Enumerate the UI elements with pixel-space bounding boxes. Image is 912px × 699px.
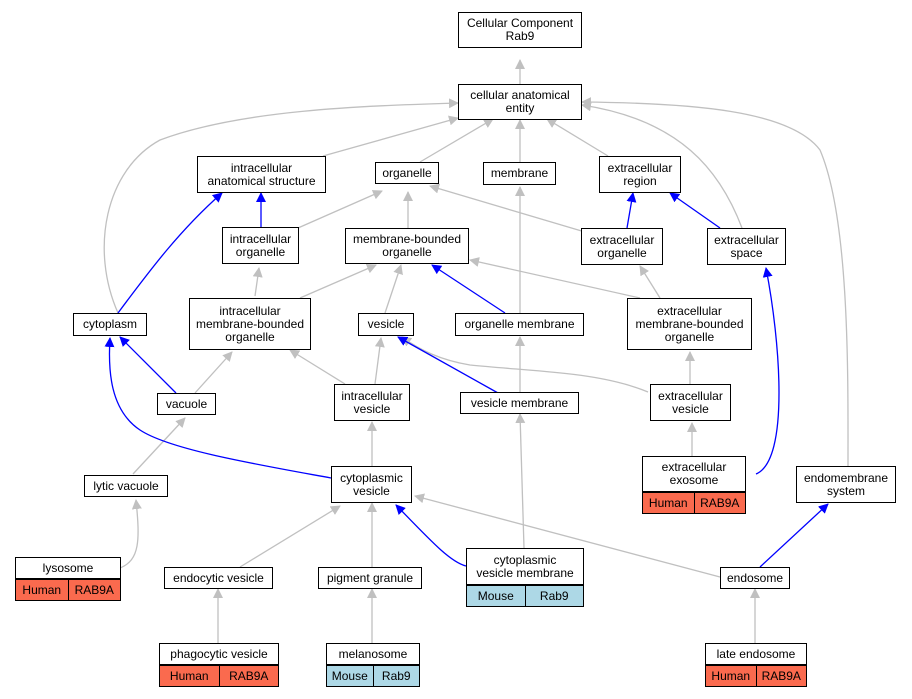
edge-embo-eco (639, 265, 661, 299)
node-vesicle-membrane[interactable]: vesicle membrane (460, 392, 579, 414)
edge-cytoplasm-ias (117, 192, 223, 314)
edge-imbo-mbo (299, 263, 377, 299)
edge-eco-organelle (429, 183, 586, 233)
edge-endosome-cytves (414, 493, 721, 578)
node-pigment-granule[interactable]: pigment granule (318, 567, 422, 589)
edge-ecr-cae (546, 118, 609, 157)
edge-ias-cae (322, 115, 459, 157)
edge-cytoplasm-cae (103, 98, 459, 314)
edge-ecs-cae (581, 101, 743, 229)
node-vesicle[interactable]: vesicle (358, 313, 414, 336)
exosome-species: Human (643, 493, 694, 513)
melano-gene: Rab9 (372, 666, 419, 686)
node-organelle-membrane[interactable]: organelle membrane (455, 313, 584, 336)
lysosome-species: Human (16, 580, 68, 600)
cvm-gene: Rab9 (524, 586, 583, 606)
edge-organelle-cae (419, 118, 494, 163)
edge-io-organelle (297, 190, 383, 229)
edge-endosome-ems (759, 503, 829, 568)
lysosome-gene: RAB9A (67, 580, 120, 600)
edge-vesmem-vesicle (397, 336, 499, 394)
late-species: Human (706, 666, 756, 686)
edge-orgmem-mbo (431, 264, 506, 314)
edge-ecs-ecr (669, 192, 721, 229)
melano-annotation: Mouse Rab9 (326, 665, 420, 687)
phago-species: Human (160, 666, 219, 686)
edge-imbo-io (252, 267, 263, 297)
edge-cytves-cytoplasm (104, 337, 332, 479)
node-organelle[interactable]: organelle (375, 162, 439, 184)
edge-lysosome-lytic (119, 499, 142, 569)
node-endocytic-vesicle[interactable]: endocytic vesicle (164, 567, 273, 589)
edge-vacuole-cytoplasm (119, 336, 177, 394)
edge-cvm-cytves (395, 504, 467, 567)
exosome-annotation: Human RAB9A (642, 492, 746, 514)
edge-vacuole-imbo (194, 351, 233, 394)
node-cytoplasm[interactable]: cytoplasm (73, 313, 147, 336)
edge-cvm-vesmem (515, 413, 526, 549)
lysosome-annotation: Human RAB9A (15, 579, 121, 601)
edge-iv-vesicle (374, 337, 385, 385)
edge-ecv-vesicle (401, 336, 649, 393)
phago-gene: RAB9A (218, 666, 278, 686)
cvm-species: Mouse (467, 586, 525, 606)
phago-annotation: Human RAB9A (159, 665, 279, 687)
cvm-annotation: Mouse Rab9 (466, 585, 584, 607)
late-gene: RAB9A (755, 666, 806, 686)
edge-embo-mbo (469, 257, 641, 299)
edge-iv-imbo (289, 349, 346, 385)
exosome-gene: RAB9A (693, 493, 745, 513)
node-melanosome[interactable]: melanosome (326, 643, 420, 665)
edge-exosome-ecs (755, 267, 780, 475)
edge-vesicle-mbo (384, 264, 403, 314)
node-phagocytic-vesicle[interactable]: phagocytic vesicle (159, 643, 279, 665)
node-lysosome[interactable]: lysosome (15, 557, 121, 579)
edge-ems-cae (581, 97, 849, 467)
node-late-endosome[interactable]: late endosome (705, 643, 807, 665)
melano-species: Mouse (327, 666, 373, 686)
edge-eco-ecr-blue (626, 192, 637, 229)
edge-endocytic-cytves (239, 505, 341, 568)
node-endosome[interactable]: endosome (720, 567, 790, 589)
edge-lytic-vacuole (132, 417, 186, 475)
late-annotation: Human RAB9A (705, 665, 807, 687)
node-lytic-vacuole[interactable]: lytic vacuole (84, 475, 168, 497)
node-membrane[interactable]: membrane (483, 162, 556, 185)
node-vacuole[interactable]: vacuole (157, 393, 216, 415)
